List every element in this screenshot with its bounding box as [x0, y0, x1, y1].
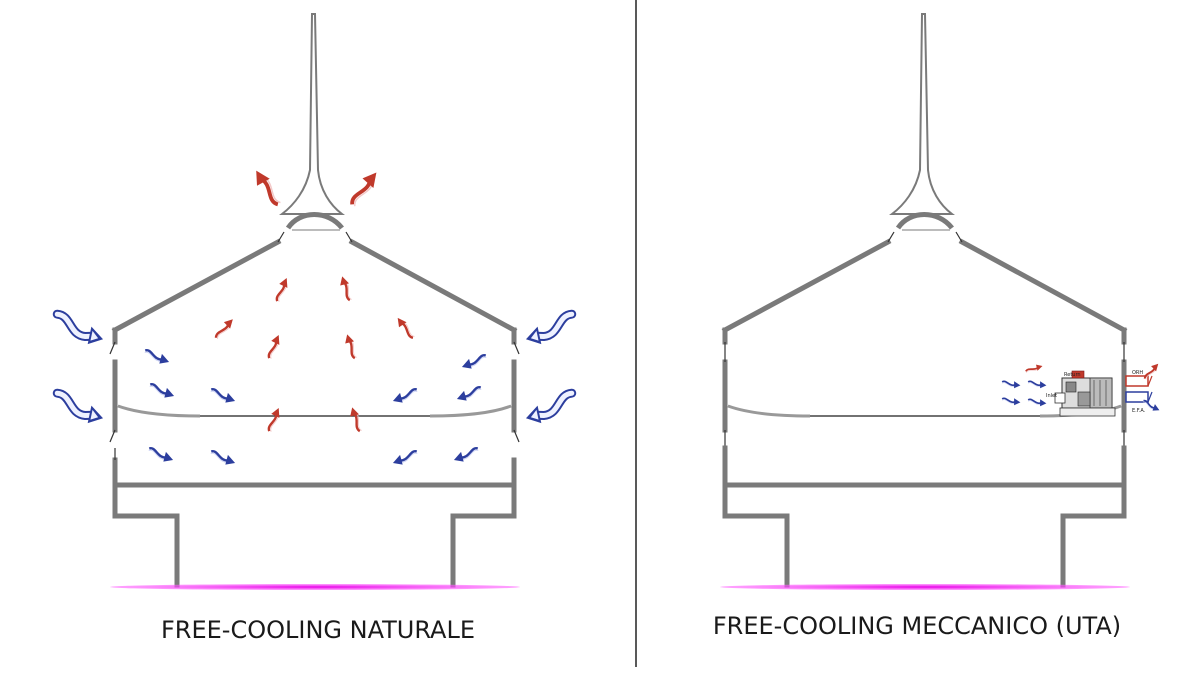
warm-air-arrow-icon	[247, 165, 287, 210]
dome-cap	[895, 212, 954, 230]
warm-air-arrow-icon	[272, 275, 292, 305]
warm-air-arrow-icon	[344, 165, 384, 211]
left-building	[109, 13, 520, 590]
cool-air-arrow-icon	[390, 449, 421, 469]
ahu-supply-label: E.F.A.	[1132, 408, 1146, 414]
ahu-inlet-label: Inlet	[1046, 393, 1057, 399]
warm-air-arrow-icon	[264, 332, 284, 362]
roof-right	[348, 238, 518, 334]
cool-air-arrow-icon	[146, 382, 177, 402]
cool-air-flows-left	[52, 314, 577, 469]
air-handling-unit: Return Inlet ORH E.F.A.	[1046, 370, 1153, 417]
cool-air-arrow-icon	[1001, 397, 1022, 407]
ground-line	[720, 584, 1130, 590]
ground-line	[110, 584, 520, 590]
ahu-exhaust-label: ORH	[1132, 370, 1143, 376]
cool-air-arrow-icon	[145, 446, 176, 466]
right-caption: FREE-COOLING MECCANICO (UTA)	[713, 612, 1121, 640]
right-building	[720, 13, 1130, 590]
spire	[279, 13, 345, 215]
warm-air-arrow-icon	[211, 314, 238, 343]
roof-right	[958, 238, 1128, 334]
roof-left	[111, 238, 282, 334]
inflow-arrow-icon	[52, 393, 106, 426]
cool-air-arrow-icon	[1001, 380, 1022, 390]
cool-air-arrow-icon	[1027, 380, 1048, 390]
roof-left	[721, 238, 892, 334]
inflow-arrow-icon	[52, 314, 106, 347]
cool-air-arrow-icon	[207, 387, 238, 407]
cool-air-arrow-icon	[459, 353, 490, 373]
cool-air-arrow-icon	[141, 348, 172, 368]
spire	[889, 13, 955, 215]
cool-air-arrow-icon	[390, 387, 421, 407]
inflow-arrow-icon	[523, 393, 577, 426]
warm-air-arrow-icon	[346, 404, 366, 434]
warm-air-arrow-icon	[1023, 361, 1045, 376]
inflow-arrow-icon	[523, 314, 577, 347]
warm-air-arrow-icon	[341, 331, 361, 361]
cool-air-arrow-icon	[451, 446, 482, 466]
left-caption: FREE-COOLING NATURALE	[161, 616, 475, 644]
cool-air-arrow-icon	[207, 449, 238, 469]
floor-slab	[112, 482, 517, 588]
warm-air-arrow-icon	[264, 405, 284, 435]
ahu-return-label: Return	[1064, 372, 1081, 378]
floor-slab	[722, 482, 1127, 588]
warm-air-arrow-icon	[336, 273, 356, 303]
cool-air-arrow-icon	[454, 385, 485, 405]
warm-air-arrow-icon	[392, 314, 419, 342]
dome-cap	[285, 212, 344, 230]
cool-air-arrow-icon	[1027, 398, 1048, 408]
warm-air-flows-left	[211, 165, 419, 435]
